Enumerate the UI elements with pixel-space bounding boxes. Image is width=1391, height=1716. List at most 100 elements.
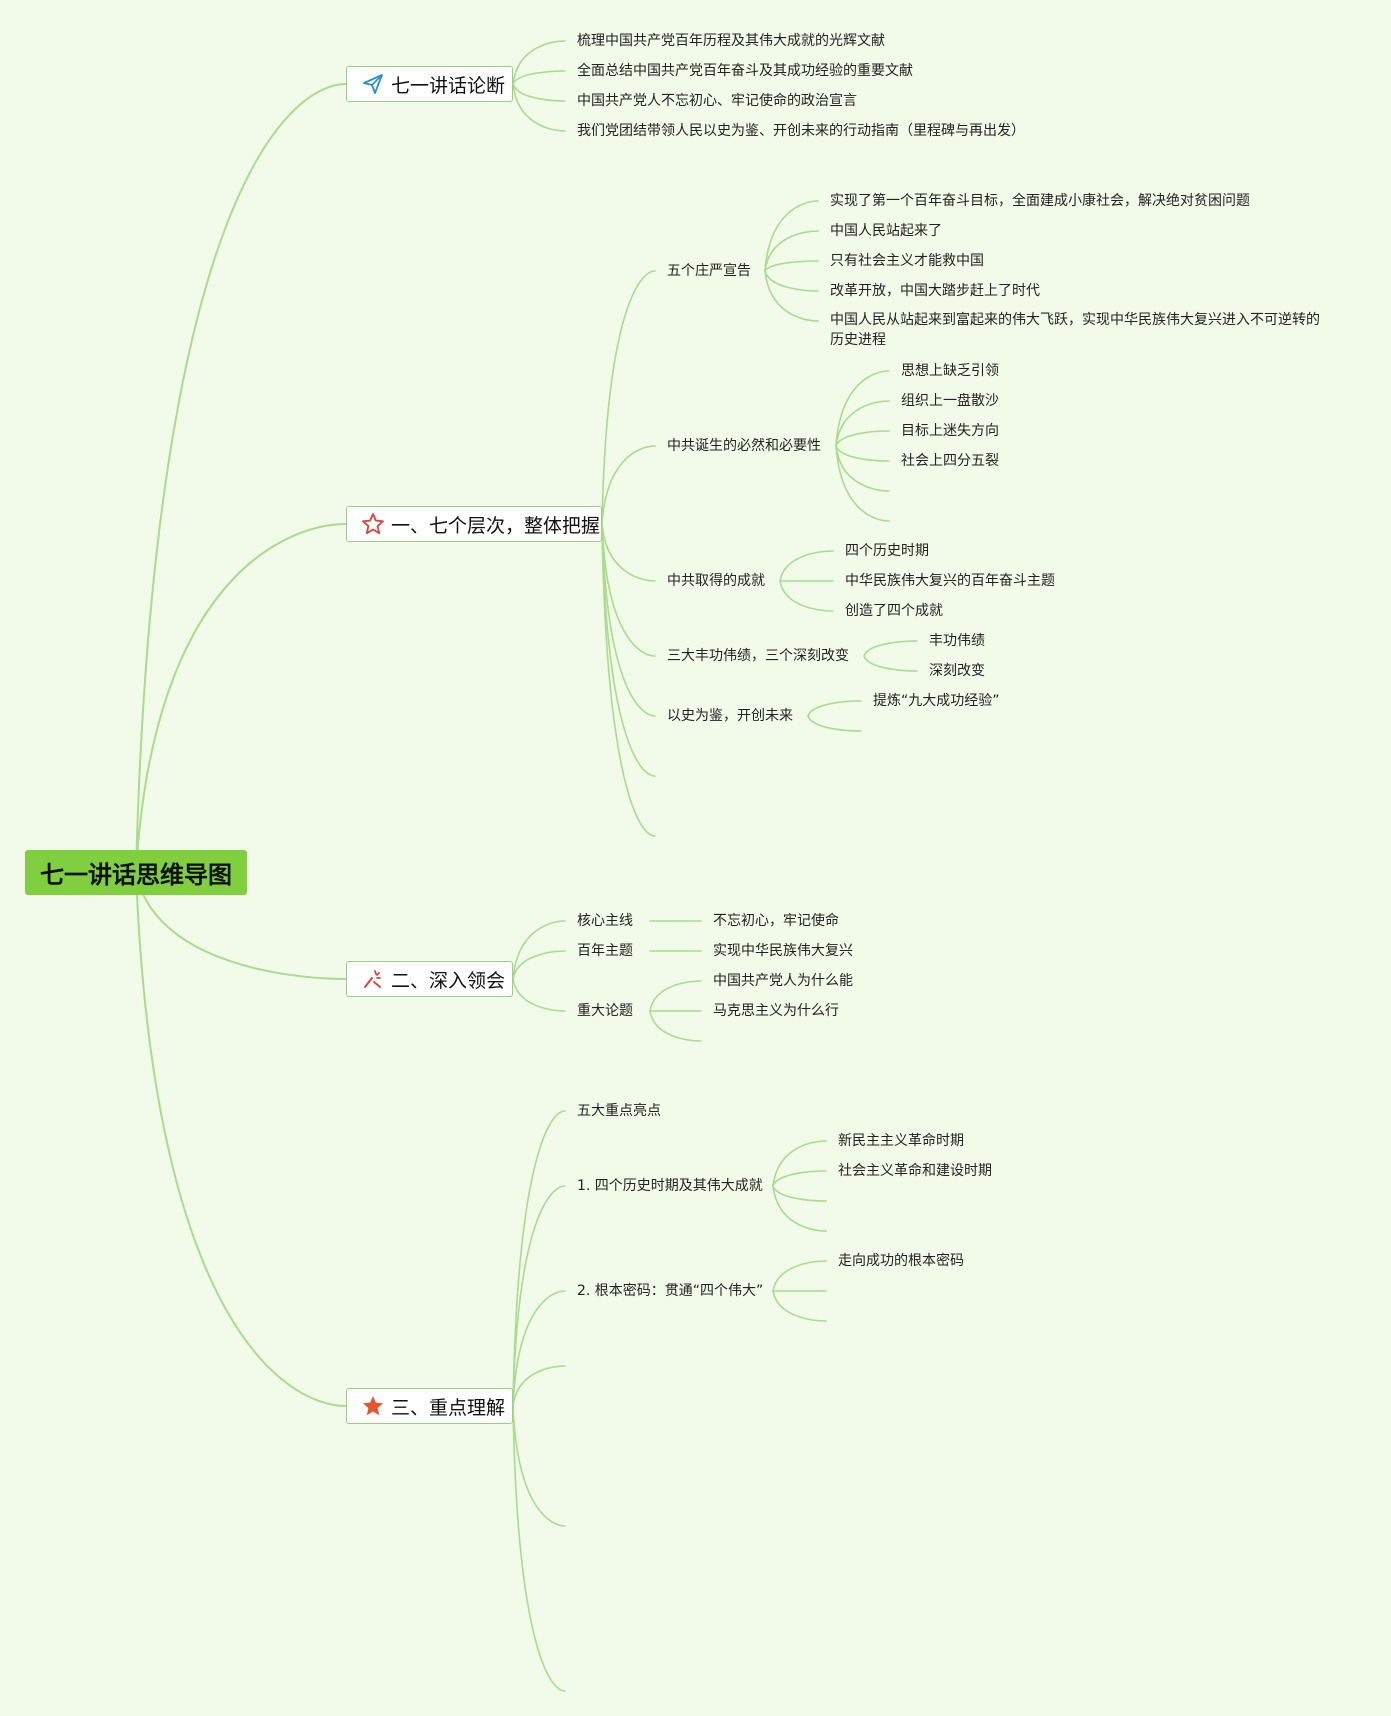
connector-line — [512, 1185, 566, 1407]
connector-line — [601, 445, 656, 525]
subtopic-node[interactable]: 核心主线 — [577, 913, 633, 929]
connector-line — [601, 523, 656, 582]
connector-line — [764, 260, 819, 272]
connector-line — [835, 400, 890, 447]
connector-line — [835, 430, 890, 447]
leaf-node[interactable]: 走向成功的根本密码 — [838, 1253, 964, 1269]
connector-line — [601, 270, 656, 525]
connector-line — [512, 950, 566, 980]
root-topic[interactable]: 七一讲话思维导图 — [25, 850, 247, 895]
connector-line — [772, 1260, 827, 1292]
connector-line — [764, 200, 819, 272]
leaf-node[interactable]: 实现中华民族伟大复兴 — [713, 943, 853, 959]
leaf-node[interactable]: 实现了第一个百年奋斗目标，全面建成小康社会，解决绝对贫困问题 — [830, 193, 1250, 209]
connector-line — [649, 1010, 702, 1042]
subtopic-node[interactable]: 重大论题 — [577, 1003, 633, 1019]
connector-line — [512, 83, 566, 102]
connector-line — [601, 523, 656, 657]
leaf-node[interactable]: 深刻改变 — [929, 663, 985, 679]
connector-line — [135, 871, 347, 980]
connector-line — [807, 700, 862, 717]
connector-line — [512, 1405, 566, 1527]
connector-line — [835, 445, 890, 492]
connector-line — [807, 715, 862, 732]
leaf-node[interactable]: 我们党团结带领人民以史为鉴、开创未来的行动指南（里程碑与再出发） — [577, 123, 1025, 139]
leaf-node[interactable]: 全面总结中国共产党百年奋斗及其成功经验的重要文献 — [577, 63, 913, 79]
star-filled-icon — [361, 1394, 385, 1418]
leaf-node[interactable]: 提炼“九大成功经验” — [873, 693, 1000, 709]
leaf-node[interactable]: 中国人民站起来了 — [830, 223, 942, 239]
leaf-node[interactable]: 新民主主义革命时期 — [838, 1133, 964, 1149]
leaf-node[interactable]: 目标上迷失方向 — [901, 423, 999, 439]
connector-line — [772, 1170, 827, 1187]
connector-line — [772, 1185, 827, 1232]
connector-line — [772, 1140, 827, 1187]
leaf-node[interactable]: 只有社会主义才能救中国 — [830, 253, 984, 269]
subtopic-node[interactable]: 2. 根本密码：贯通“四个伟大” — [577, 1283, 764, 1299]
leaf-node[interactable]: 组织上一盘散沙 — [901, 393, 999, 409]
leaf-node[interactable]: 中国共产党人为什么能 — [713, 973, 853, 989]
connector-line — [764, 270, 819, 322]
connector-line — [601, 523, 656, 837]
connector-line — [512, 1365, 566, 1407]
connector-line — [863, 655, 918, 672]
leaf-node[interactable]: 四个历史时期 — [845, 543, 929, 559]
connector-line — [772, 1185, 827, 1202]
connector-line — [601, 523, 656, 717]
paper-plane-icon — [361, 72, 385, 96]
branch-topic-1[interactable]: 一、七个层次，整体把握 — [346, 506, 602, 542]
connector-line — [512, 70, 566, 85]
leaf-node[interactable]: 社会上四分五裂 — [901, 453, 999, 469]
connector-line — [512, 40, 566, 85]
leaf-node[interactable]: 社会主义革命和建设时期 — [838, 1163, 992, 1179]
subtopic-node[interactable]: 中共诞生的必然和必要性 — [667, 438, 821, 454]
connector-line — [835, 445, 890, 462]
leaf-node[interactable]: 中华民族伟大复兴的百年奋斗主题 — [845, 573, 1055, 589]
connector-line — [512, 1290, 566, 1407]
connector-line — [135, 523, 347, 873]
connector-line — [863, 640, 918, 657]
connector-line — [764, 270, 819, 292]
connector-line — [779, 580, 834, 612]
leaf-node[interactable]: 不忘初心，牢记使命 — [713, 913, 839, 929]
leaf-node[interactable]: 丰功伟绩 — [929, 633, 985, 649]
subtopic-node[interactable]: 三大丰功伟绩，三个深刻改变 — [667, 648, 849, 664]
connector-line — [772, 1290, 827, 1322]
leaf-node[interactable]: 梳理中国共产党百年历程及其伟大成就的光辉文献 — [577, 33, 885, 49]
leaf-node[interactable]: 思想上缺乏引领 — [901, 363, 999, 379]
star-outline-icon — [361, 512, 385, 536]
connector-line — [764, 230, 819, 272]
subtopic-node[interactable]: 五个庄严宣告 — [667, 263, 751, 279]
leaf-node[interactable]: 创造了四个成就 — [845, 603, 943, 619]
leaf-node[interactable]: 中国共产党人不忘初心、牢记使命的政治宣言 — [577, 93, 857, 109]
branch-topic-3-label: 三、重点理解 — [391, 1396, 506, 1419]
connector-line — [512, 978, 566, 1012]
branch-topic-0[interactable]: 七一讲话论断 — [346, 66, 513, 102]
branch-topic-2[interactable]: 二、深入领会 — [346, 961, 513, 997]
connector-line — [512, 1110, 566, 1407]
connector-line — [135, 83, 347, 873]
connector-line — [649, 980, 702, 1012]
connector-line — [135, 871, 347, 1407]
connector-line — [835, 370, 890, 447]
branch-topic-1-label: 一、七个层次，整体把握 — [391, 514, 601, 537]
subtopic-node[interactable]: 百年主题 — [577, 943, 633, 959]
connector-line — [601, 523, 656, 777]
leaf-node[interactable]: 改革开放，中国大踏步赶上了时代 — [830, 283, 1040, 299]
subtopic-node[interactable]: 1. 四个历史时期及其伟大成就 — [577, 1178, 763, 1194]
branch-topic-0-label: 七一讲话论断 — [391, 74, 506, 97]
subtopic-node[interactable]: 中共取得的成就 — [667, 573, 765, 589]
connector-line — [512, 920, 566, 980]
connector-line — [512, 83, 566, 132]
connector-line — [835, 445, 890, 522]
sparkle-icon — [361, 967, 385, 991]
leaf-node[interactable]: 中国人民从站起来到富起来的伟大飞跃，实现中华民族伟大复兴进入不可逆转的历史进程 — [830, 312, 1320, 348]
connector-line — [512, 1405, 566, 1692]
branch-topic-2-label: 二、深入领会 — [391, 969, 506, 992]
branch-topic-3[interactable]: 三、重点理解 — [346, 1388, 513, 1424]
connector-line — [779, 550, 834, 582]
subtopic-node[interactable]: 五大重点亮点 — [577, 1103, 661, 1119]
subtopic-node[interactable]: 以史为鉴，开创未来 — [667, 708, 793, 724]
leaf-node[interactable]: 马克思主义为什么行 — [713, 1003, 839, 1019]
